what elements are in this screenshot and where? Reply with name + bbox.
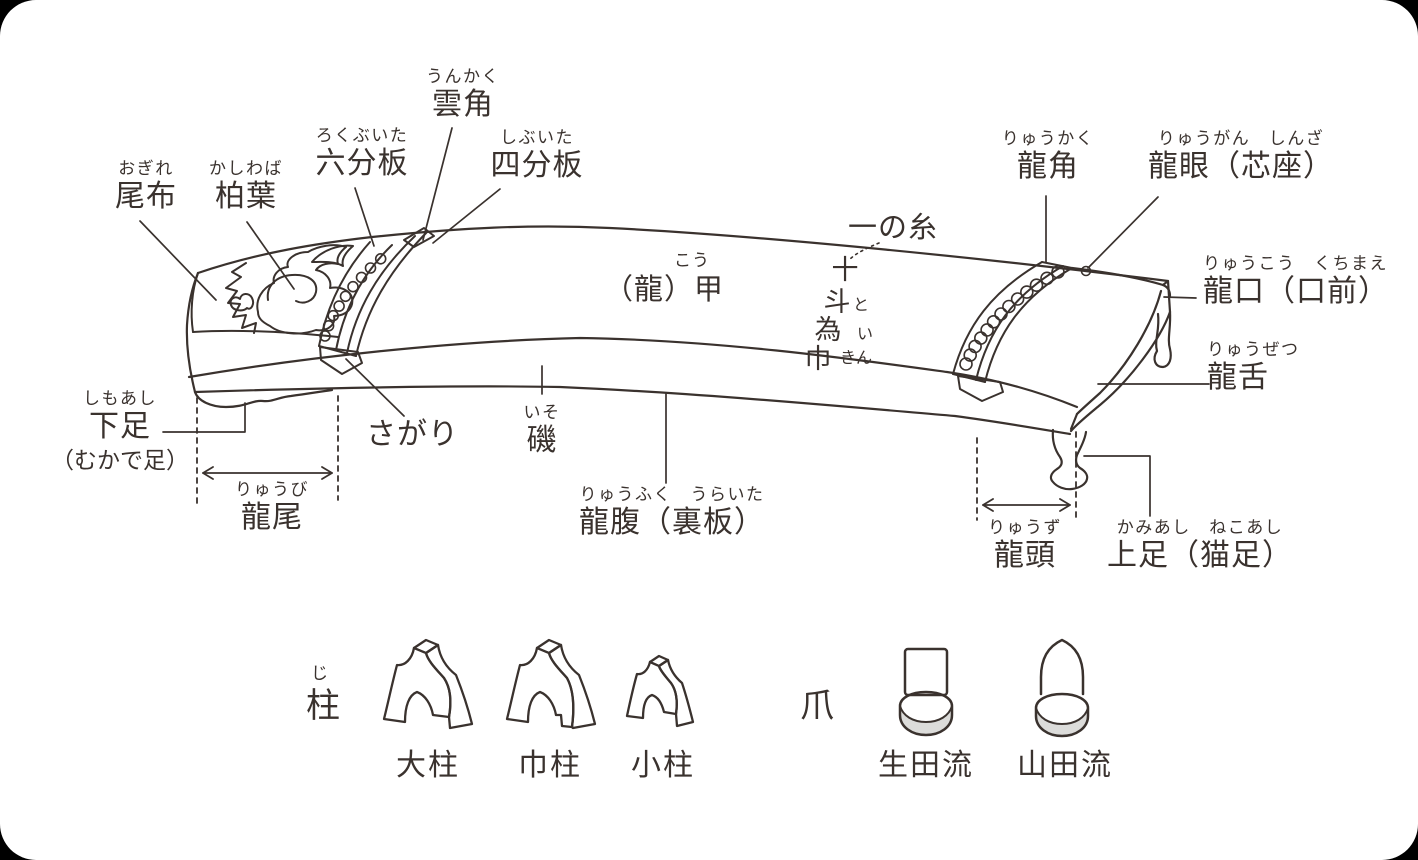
furigana-ryufuku: りゅうふく うらいた [579, 485, 765, 504]
text-kamiashi: 上足（猫足） [1107, 539, 1293, 572]
furigana-ryuko: りゅうこう くちまえ [1203, 254, 1388, 273]
bridge-kobashira [625, 654, 695, 728]
leader-shimoashi [162, 402, 246, 433]
furigana-shibuita: しぶいた [500, 128, 574, 147]
unkaku-corner-piece [403, 227, 435, 248]
yamada-nail [1039, 638, 1085, 696]
label-shimoashi: しもあし 下足 （むかで足） [51, 390, 189, 472]
label-ohashira: 大柱 [396, 749, 460, 782]
text-ryubi: 龍尾 [241, 501, 303, 534]
label-ryugan: りゅうがん しんざ 龍眼（芯座） [1148, 130, 1334, 182]
string-11-kana: と [853, 297, 870, 314]
furigana-kashiwaba: かしわば [209, 159, 283, 178]
label-iso: いそ 磯 [524, 404, 561, 456]
tail-cloth-ornament [190, 244, 354, 338]
text-iso: 磯 [526, 424, 558, 457]
leader-rokubuita [354, 187, 375, 247]
furigana-ryuzetsu: りゅうぜつ [1207, 340, 1300, 359]
string-12: 為 [814, 315, 842, 345]
pick-yamada [1034, 638, 1090, 738]
label-shibuita: しぶいた 四分板 [491, 129, 584, 181]
left-bridge-strip [318, 227, 435, 375]
text-ryukaku: 龍角 [1017, 150, 1079, 183]
furigana-ryuzu: りゅうず [988, 518, 1062, 537]
bridge-habahashira [505, 638, 597, 730]
text-rokubuita: 六分板 [315, 147, 409, 180]
pick-ikuta [898, 647, 954, 737]
koto-head [1049, 266, 1172, 491]
back-cat-leg [1153, 310, 1172, 369]
furigana-hashira: じ [311, 664, 329, 683]
label-ryuzetsu: りゅうぜつ 龍舌 [1207, 341, 1300, 393]
string-13: 巾 [804, 344, 832, 374]
furigana-obire: おぎれ [118, 159, 174, 178]
label-ryukaku: りゅうかく 龍角 [1002, 130, 1095, 182]
label-rokubuita: ろくぶいた 六分板 [316, 127, 409, 179]
furigana-unkaku: うんかく [426, 67, 500, 86]
dimension-lines [196, 395, 1077, 521]
furigana-shimoashi: しもあし [83, 389, 157, 408]
sagari-pendant [319, 346, 363, 375]
text-shimoashi: 下足 [89, 410, 151, 443]
text-ryugan: 龍眼（芯座） [1148, 150, 1334, 183]
heading-tsume: 爪 [800, 687, 834, 725]
furigana-ryubi: りゅうび [235, 480, 309, 499]
text-kashiwaba: 柏葉 [215, 180, 277, 213]
right-bridge-strip [952, 261, 1092, 402]
text-ryuko: 龍口（口前） [1203, 275, 1389, 308]
leader-ryugan [1087, 196, 1159, 269]
leader-unkaku [422, 127, 453, 241]
leader-shibuita [432, 188, 501, 244]
furigana-kamiashi: かみあし ねこあし [1116, 518, 1284, 537]
bridge-ohashira [382, 638, 474, 730]
right-pendant [957, 375, 1004, 402]
label-kamiashi: かみあし ねこあし 上足（猫足） [1107, 519, 1293, 571]
leader-lines [139, 127, 1210, 517]
label-ko: （龍）甲 [604, 274, 725, 306]
label-ryufuku: りゅうふく うらいた 龍腹（裏板） [579, 486, 765, 538]
label-obire: おぎれ 尾布 [115, 160, 177, 212]
heading-hashira: 柱 [306, 687, 340, 725]
string-holes-left [319, 252, 387, 342]
yamada-ring [1034, 692, 1090, 738]
label-ryuzu: りゅうず 龍頭 [988, 519, 1062, 571]
text-ryuzetsu: 龍舌 [1207, 361, 1269, 394]
leader-obire [139, 220, 217, 301]
text-ryufuku: 龍腹（裏板） [579, 506, 765, 539]
string-12-kana: い [857, 326, 874, 343]
string-13-kana: きん [840, 350, 873, 367]
furigana-iso: いそ [523, 403, 561, 422]
text-shibuita: 四分板 [490, 149, 584, 182]
leader-kamiashi [1083, 455, 1151, 517]
note-shimoashi: （むかで足） [51, 447, 189, 473]
label-habahashira: 巾柱 [518, 749, 582, 782]
string-10: 十 [831, 255, 859, 285]
label-sagari: さがり [366, 418, 459, 451]
label-ichinoito: 一の糸 [848, 212, 939, 244]
furigana-ko: こう [674, 251, 710, 270]
leader-kashiwaba [246, 221, 295, 290]
ikuta-ring [898, 690, 954, 737]
furigana-ryugan: りゅうがん しんざ [1157, 129, 1325, 148]
leader-ichinoito-dotted [848, 242, 880, 261]
furigana-rokubuita: ろくぶいた [315, 126, 409, 145]
leader-sagari [345, 358, 405, 417]
text-obire: 尾布 [115, 180, 177, 213]
leader-ryuko [1163, 296, 1197, 299]
text-ryuzu: 龍頭 [994, 539, 1056, 572]
string-holes-right [959, 265, 1065, 371]
label-kashiwaba: かしわば 柏葉 [209, 160, 283, 212]
label-unkaku: うんかく 雲角 [426, 68, 500, 120]
label-yamada: 山田流 [1017, 749, 1113, 782]
label-ikuta: 生田流 [878, 749, 974, 782]
string-11: 斗 [823, 287, 851, 317]
front-cat-leg [1049, 428, 1089, 491]
furigana-ryukaku: りゅうかく [1001, 129, 1095, 148]
ikuta-nail [903, 647, 949, 697]
label-kobashira: 小柱 [631, 749, 695, 782]
label-ryubi: りゅうび 龍尾 [235, 481, 309, 533]
label-ryuko: りゅうこう くちまえ 龍口（口前） [1203, 255, 1389, 307]
text-unkaku: 雲角 [432, 88, 494, 121]
